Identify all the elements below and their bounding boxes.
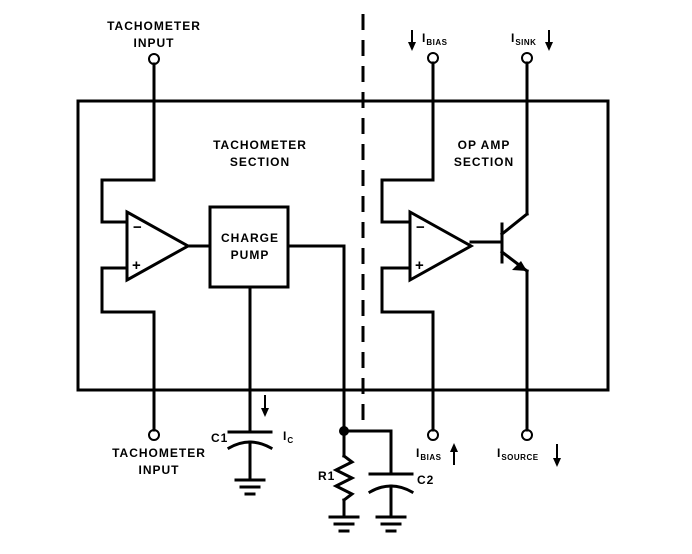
isink-arrow-icon xyxy=(545,30,553,51)
wire-to-c2 xyxy=(342,429,393,476)
ibias-bottom-terminal xyxy=(427,429,439,441)
ic-label: IC xyxy=(283,429,294,445)
isink-label: ISINK xyxy=(511,31,536,47)
r1-ground-icon xyxy=(328,515,360,533)
wire-ibias-top xyxy=(380,61,435,224)
isource-label: ISOURCE xyxy=(497,446,539,462)
isource-terminal xyxy=(521,429,533,441)
ic-current-arrow-icon xyxy=(261,395,269,417)
svg-text:INPUT: INPUT xyxy=(134,36,175,50)
tach-section-label: TACHOMETER SECTION xyxy=(213,138,307,169)
c1-ground-icon xyxy=(234,478,266,496)
tach-input-top-label: TACHOMETER INPUT xyxy=(107,19,201,50)
c2-label: C2 xyxy=(417,473,434,487)
wire-ibias-bottom xyxy=(380,266,435,432)
ibias-top-arrow-icon xyxy=(408,30,416,51)
r1-label: R1 xyxy=(318,469,335,483)
opamp-triangle xyxy=(408,209,475,283)
svg-text:TACHOMETER: TACHOMETER xyxy=(107,19,201,33)
ibias-bottom-arrow-icon xyxy=(450,443,458,465)
c1-capacitor xyxy=(226,430,274,482)
wire-pump-to-r1 xyxy=(286,244,346,433)
tach-comparator-plus: + xyxy=(132,257,141,274)
tach-input-bottom-label: TACHOMETER INPUT xyxy=(112,446,206,477)
r1-resistor xyxy=(332,453,356,503)
svg-text:PUMP: PUMP xyxy=(231,248,270,262)
c2-ground-icon xyxy=(375,515,407,533)
svg-text:INPUT: INPUT xyxy=(139,463,180,477)
wire-tach-top xyxy=(100,62,156,224)
charge-pump-block xyxy=(208,205,290,289)
svg-text:SECTION: SECTION xyxy=(230,155,290,169)
c2-capacitor xyxy=(367,472,415,519)
opamp-section-label: OP AMP SECTION xyxy=(454,138,514,169)
opamp-plus: + xyxy=(415,257,424,274)
tach-comparator-minus: − xyxy=(133,219,142,236)
opamp-minus: − xyxy=(416,219,425,236)
tach-comparator xyxy=(125,209,192,283)
svg-text:OP AMP: OP AMP xyxy=(458,138,511,152)
wire-tach-bottom xyxy=(100,266,156,432)
c1-label: C1 xyxy=(211,431,228,445)
svg-text:CHARGE: CHARGE xyxy=(221,231,279,245)
svg-text:SECTION: SECTION xyxy=(454,155,514,169)
ibias-bottom-label: IBIAS xyxy=(416,446,442,462)
svg-text:TACHOMETER: TACHOMETER xyxy=(213,138,307,152)
svg-text:TACHOMETER: TACHOMETER xyxy=(112,446,206,460)
ibias-top-label: IBIAS xyxy=(422,31,448,47)
tach-input-bottom-terminal xyxy=(148,429,160,441)
charge-pump-label: CHARGE PUMP xyxy=(221,231,279,262)
isource-arrow-icon xyxy=(553,444,561,467)
output-transistor xyxy=(499,211,530,274)
